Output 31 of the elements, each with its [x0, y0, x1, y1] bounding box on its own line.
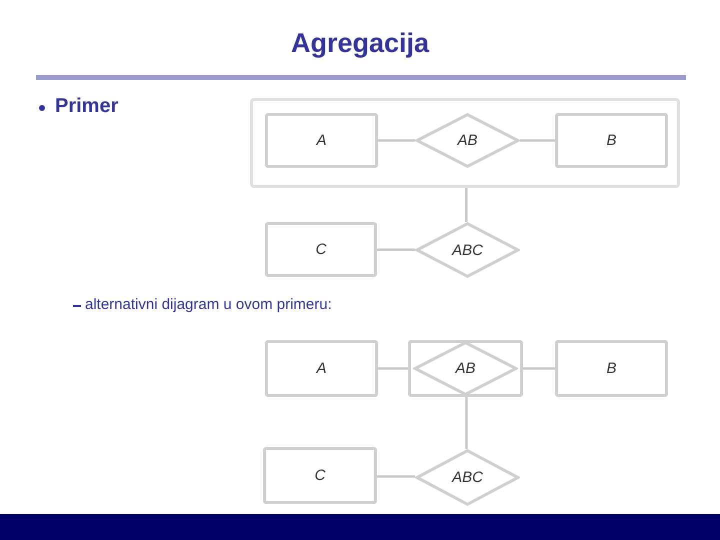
relationship-diamond: [415, 449, 520, 506]
connector-line: [523, 367, 555, 370]
node-label: C: [314, 467, 326, 484]
node-label: B: [606, 360, 616, 377]
node-label: AB: [455, 360, 476, 377]
connector-line: [378, 139, 415, 142]
entity-box: [265, 222, 377, 277]
relationship-diamond: [415, 113, 520, 168]
node-label: A: [316, 132, 326, 149]
node-label: A: [316, 360, 326, 377]
entity-box: [555, 113, 668, 168]
entity-box: [265, 340, 378, 397]
entity-box: [265, 113, 378, 168]
connector-line: [377, 475, 415, 478]
slide-title: Agregacija: [290, 28, 430, 59]
relationship-diamond: [415, 222, 520, 278]
aggregation-box: [250, 98, 680, 188]
connector-line: [465, 188, 468, 222]
connector-line: [377, 248, 415, 251]
entity-box: [263, 447, 377, 504]
node-label: C: [316, 241, 326, 258]
connector-line: [378, 367, 408, 370]
node-label: AB: [457, 132, 478, 149]
connector-line: [465, 397, 468, 449]
bullet-text: alternativni dijagram u ovom primeru:: [85, 296, 332, 313]
bullet-text: Primer: [55, 95, 118, 118]
node-label: ABC: [452, 469, 483, 486]
entity-box: [555, 340, 668, 397]
node-label: B: [606, 132, 616, 149]
node-label: ABC: [452, 242, 483, 258]
connector-line: [520, 139, 555, 142]
